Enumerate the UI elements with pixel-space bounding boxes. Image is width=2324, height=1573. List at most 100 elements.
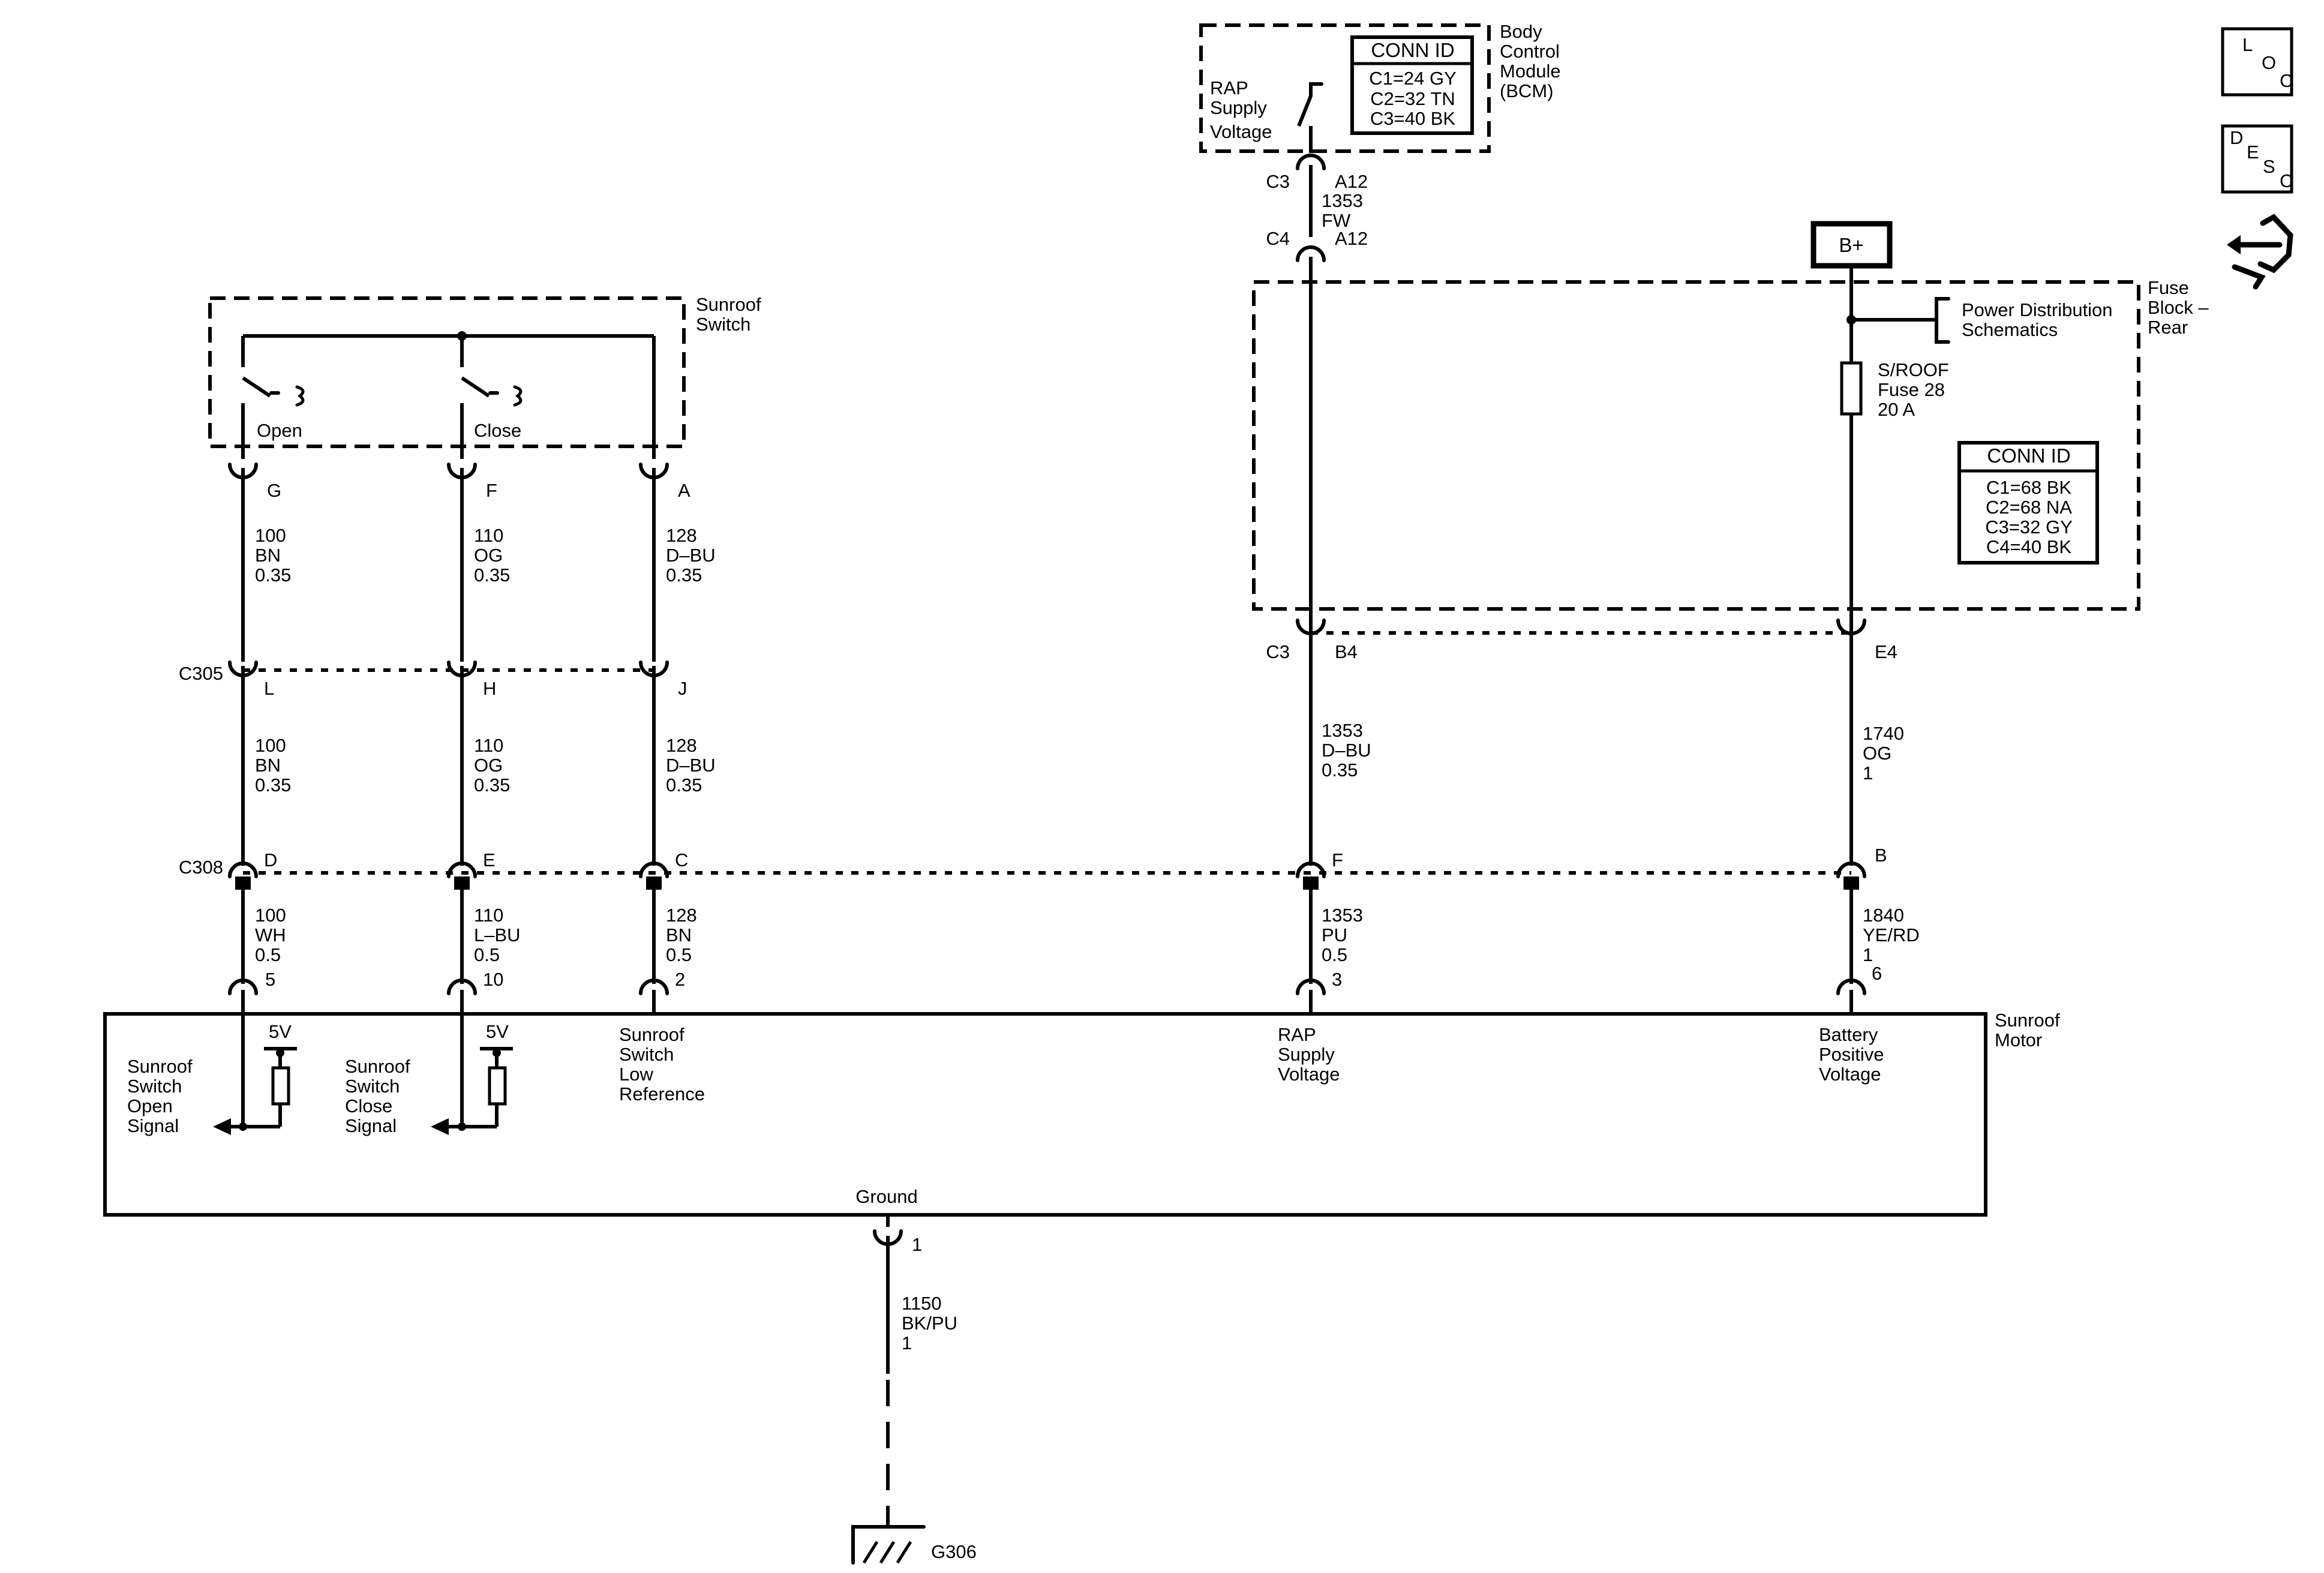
wire-label: 0.5 [255, 944, 281, 965]
motor-rap-2: Supply [1278, 1044, 1335, 1065]
wire-label: D–BU [666, 545, 716, 566]
switch-wire-labels: 100 BN 0.35 110 OG 0.35 128 D–BU 0.35 [255, 525, 716, 586]
wire-label: 0.5 [474, 944, 500, 965]
motor-battery-2: Positive [1819, 1044, 1884, 1065]
connector-pin-symbol [1296, 154, 1326, 170]
low-ref-3: Low [619, 1064, 653, 1085]
c308-pin: F [1332, 849, 1343, 870]
loc-letter: L [2242, 34, 2253, 55]
wire-label: 1353 [1322, 720, 1363, 741]
open-signal-arrow [213, 1118, 231, 1135]
wire-label: 0.35 [474, 565, 510, 586]
motor-pin: 10 [483, 969, 503, 990]
sunroof-motor: Sunroof Motor 5 10 2 3 6 5V 5V Sunroof S… [127, 963, 2060, 1255]
pull-up-resistor [271, 1066, 290, 1106]
fuse-block-name-1: Fuse [2148, 277, 2189, 298]
wire-label: OG [474, 545, 503, 566]
wire-label: L–BU [474, 924, 521, 945]
fuse-inlet-label: C4 A12 [1266, 228, 1368, 249]
bcm-pin: A12 [1335, 171, 1368, 192]
wire-label: 110 [474, 735, 503, 756]
fuse-block-dashed-outline [1252, 280, 2140, 611]
bcm-name-1: Body [1500, 21, 1542, 42]
wire-label: 100 [255, 735, 286, 756]
switch-pin-open: G [267, 480, 281, 501]
fuse-rap-pin: B4 [1335, 641, 1358, 662]
wire-label: BN [666, 924, 692, 945]
desc-letter: C [2280, 170, 2293, 191]
fuse-conn-id-box [1957, 441, 2099, 565]
low-ref-1: Sunroof [619, 1024, 684, 1045]
switch-open-actuator [295, 385, 305, 407]
wire-label: 128 [666, 525, 697, 546]
switch-close-actuator [513, 385, 523, 407]
wire-label: YE/RD [1863, 924, 1920, 945]
switch-name-2: Switch [696, 314, 750, 335]
fuse-label-2: Fuse 28 [1878, 379, 1945, 400]
c308-pin: D [264, 849, 277, 870]
bcm-wire-color: FW [1322, 210, 1351, 231]
fuse-bat-pin: E4 [1875, 641, 1897, 662]
wire-label: 0.35 [666, 775, 702, 795]
switch-open-label: Open [257, 420, 302, 441]
desc-letter: E [2247, 142, 2259, 163]
sunroof-switch: Sunroof Switch Open Close G F A [257, 294, 761, 501]
open-signal-4: Signal [127, 1115, 179, 1136]
c305-pin: L [264, 678, 274, 699]
wire-label: D–BU [1322, 740, 1371, 761]
connector-c305: C305 L H J [179, 663, 687, 699]
loc-icon[interactable]: L O C [2242, 34, 2293, 91]
fuse-28-symbol [1840, 361, 1863, 416]
desc-icon-box [2221, 124, 2293, 194]
bcm-name-3: Module [1500, 61, 1561, 82]
close-signal-arrow [431, 1118, 449, 1135]
wire-label: 0.35 [255, 565, 291, 586]
desc-letter: D [2230, 127, 2243, 148]
wire-label: BK/PU [902, 1313, 957, 1334]
connector-pin-symbol [639, 978, 669, 995]
bcm-conn-id-title: CONN ID [1371, 39, 1454, 61]
pds-bracket [1935, 297, 1950, 344]
switch-open-arm [242, 376, 271, 398]
fuse-conn-id-4: C4=40 BK [1986, 536, 2072, 557]
bcm-supply-switch [1309, 82, 1323, 98]
wire-label: D–BU [666, 755, 716, 776]
motor-ground-pin: 1 [912, 1234, 922, 1255]
c305-pin: H [483, 678, 496, 699]
close-signal-2: Switch [345, 1076, 400, 1097]
ground-wire-label: 1150 BK/PU 1 [902, 1293, 957, 1353]
wire-label: 1 [902, 1332, 912, 1353]
ground-id-label: G306 [931, 1541, 977, 1562]
desc-icon[interactable]: D E S C [2230, 127, 2293, 191]
wire-label: OG [1863, 743, 1891, 764]
low-ref-2: Switch [619, 1044, 674, 1065]
wire-label: 1 [1863, 944, 1873, 965]
pds-link-1[interactable]: Power Distribution [1962, 299, 2113, 320]
ground-hatch [896, 1541, 912, 1564]
wire-label: WH [255, 924, 286, 945]
switch-close-arm [461, 376, 490, 398]
motor-wire-labels: 100 WH 0.5 110 L–BU 0.5 128 BN 0.5 1353 … [255, 905, 1920, 965]
motor-5v-open: 5V [269, 1021, 292, 1042]
bcm-conn-id-3: C3=40 BK [1370, 108, 1456, 129]
motor-rap-1: RAP [1278, 1024, 1316, 1045]
fuse-block-name-2: Block – [2148, 297, 2209, 318]
bcm-pin-conn: C3 [1266, 171, 1290, 192]
wire-label: OG [474, 755, 503, 776]
pds-link-2[interactable]: Schematics [1962, 319, 2058, 340]
schematic-lines [103, 23, 2293, 1565]
bcm-conn-id-2: C2=32 TN [1370, 88, 1455, 109]
battery-positive-label: B+ [1839, 234, 1863, 256]
wire-label: 0.5 [666, 944, 692, 965]
wire-label: 1353 [1322, 905, 1363, 926]
motor-pin: 2 [675, 969, 685, 990]
wire-label: 1740 [1863, 723, 1904, 744]
bcm-module: Body Control Module (BCM) RAP Supply Vol… [1210, 21, 1561, 192]
wire-label: 100 [255, 905, 286, 926]
wire-label: 1150 [902, 1293, 942, 1314]
connector-pin-symbol [228, 978, 258, 995]
connector-pin-symbol [1836, 978, 1866, 995]
fuse-block: Fuse Block – Rear Power Distribution Sch… [1266, 277, 2209, 662]
bcm-conn-id-box [1350, 35, 1474, 135]
loc-letter: O [2262, 52, 2276, 73]
